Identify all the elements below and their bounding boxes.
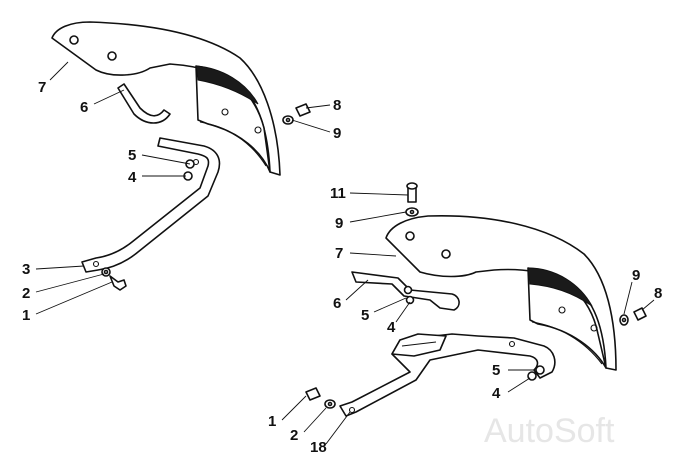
upper-fender-assembly — [51, 21, 311, 291]
callout-1-lower: 1 — [268, 413, 276, 430]
upper-fender-bracket — [117, 83, 171, 124]
callout-5-lower-bracket: 5 — [361, 307, 369, 324]
callout-9-upper: 9 — [333, 125, 341, 142]
callout-6-upper: 6 — [80, 99, 88, 116]
callout-11-lower: 11 — [330, 185, 346, 202]
callouts-upper: 7 6 8 9 5 4 3 2 1 — [22, 79, 341, 324]
lower-support-strut — [339, 333, 556, 417]
lower-strut-handle — [391, 333, 447, 357]
lower-fender-assembly — [305, 182, 647, 417]
callout-6-lower: 6 — [333, 295, 341, 312]
callout-4-lower-strut: 4 — [492, 385, 501, 402]
callout-1-upper: 1 — [22, 307, 30, 324]
callout-18-lower: 18 — [310, 439, 327, 456]
callout-3-upper: 3 — [22, 261, 30, 278]
callout-2-upper: 2 — [22, 285, 30, 302]
upper-fender — [51, 21, 281, 176]
callout-4-lower-bracket: 4 — [387, 319, 396, 336]
watermark: AutoSoft — [484, 412, 615, 450]
callout-8-lower-right: 8 — [654, 285, 662, 302]
callout-7-lower: 7 — [335, 245, 343, 262]
callout-2-lower: 2 — [290, 427, 298, 444]
callout-8-upper: 8 — [333, 97, 341, 114]
lower-fender-inner-shadow — [527, 267, 593, 307]
upper-support-strut — [81, 137, 221, 273]
callout-5-lower-strut: 5 — [492, 362, 500, 379]
callout-5-upper: 5 — [128, 147, 136, 164]
callout-9-lower-right: 9 — [632, 267, 640, 284]
callout-7-upper: 7 — [38, 79, 46, 96]
callout-4-upper: 4 — [128, 169, 137, 186]
callout-9-lower-top: 9 — [335, 215, 343, 232]
callouts-lower: 11 9 7 6 5 4 9 8 5 4 1 2 18 — [268, 185, 662, 456]
upper-fender-inner-shadow — [195, 65, 259, 105]
leader-lines — [35, 61, 655, 445]
